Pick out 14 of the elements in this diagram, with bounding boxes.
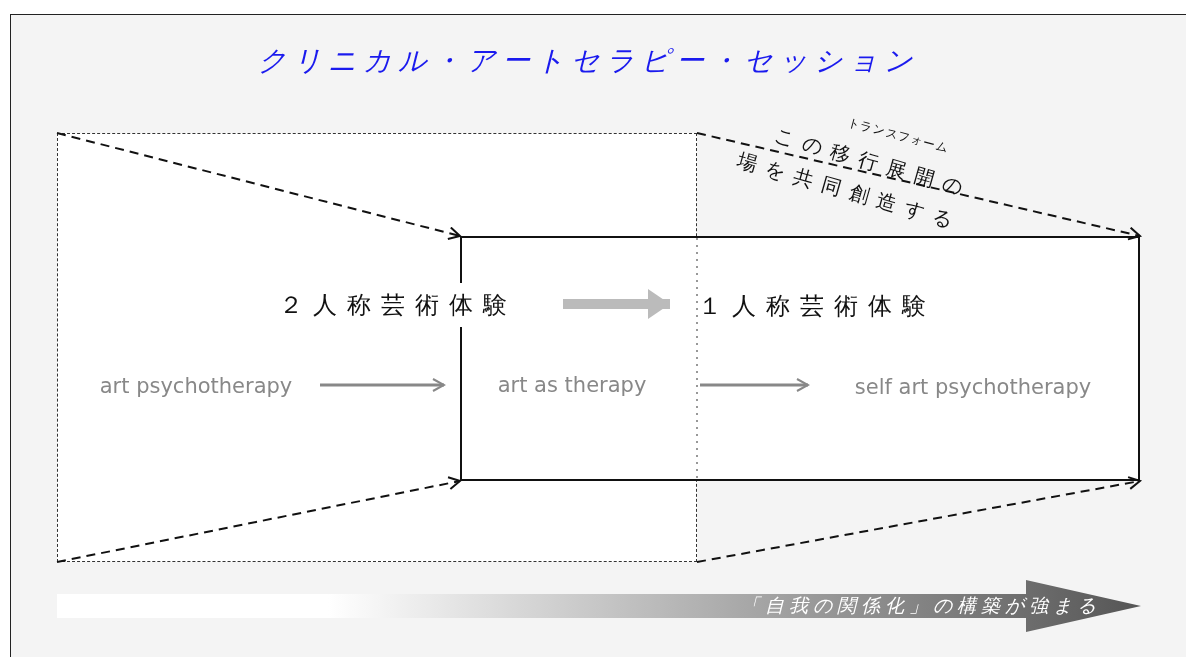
arrow xyxy=(320,378,445,392)
arrow xyxy=(700,378,809,392)
arrow-caption: 「自我の関係化」の構築が強まる xyxy=(741,593,1101,618)
block-arrow xyxy=(562,289,670,319)
dashed-arrow xyxy=(56,476,461,563)
stage-heading: １人称芸術体験 xyxy=(672,284,962,328)
dashed-arrow xyxy=(56,132,461,241)
gradient-arrow-band xyxy=(57,580,1141,632)
diagram-title: クリニカル・アートセラピー・セッション xyxy=(258,43,919,79)
stage-label: art as therapy xyxy=(444,366,700,404)
dashed-arrow xyxy=(696,476,1141,563)
stage-label: self art psychotherapy xyxy=(810,368,1136,406)
dashed-arrow xyxy=(696,132,1141,241)
stage-label: art psychotherapy xyxy=(71,367,321,405)
